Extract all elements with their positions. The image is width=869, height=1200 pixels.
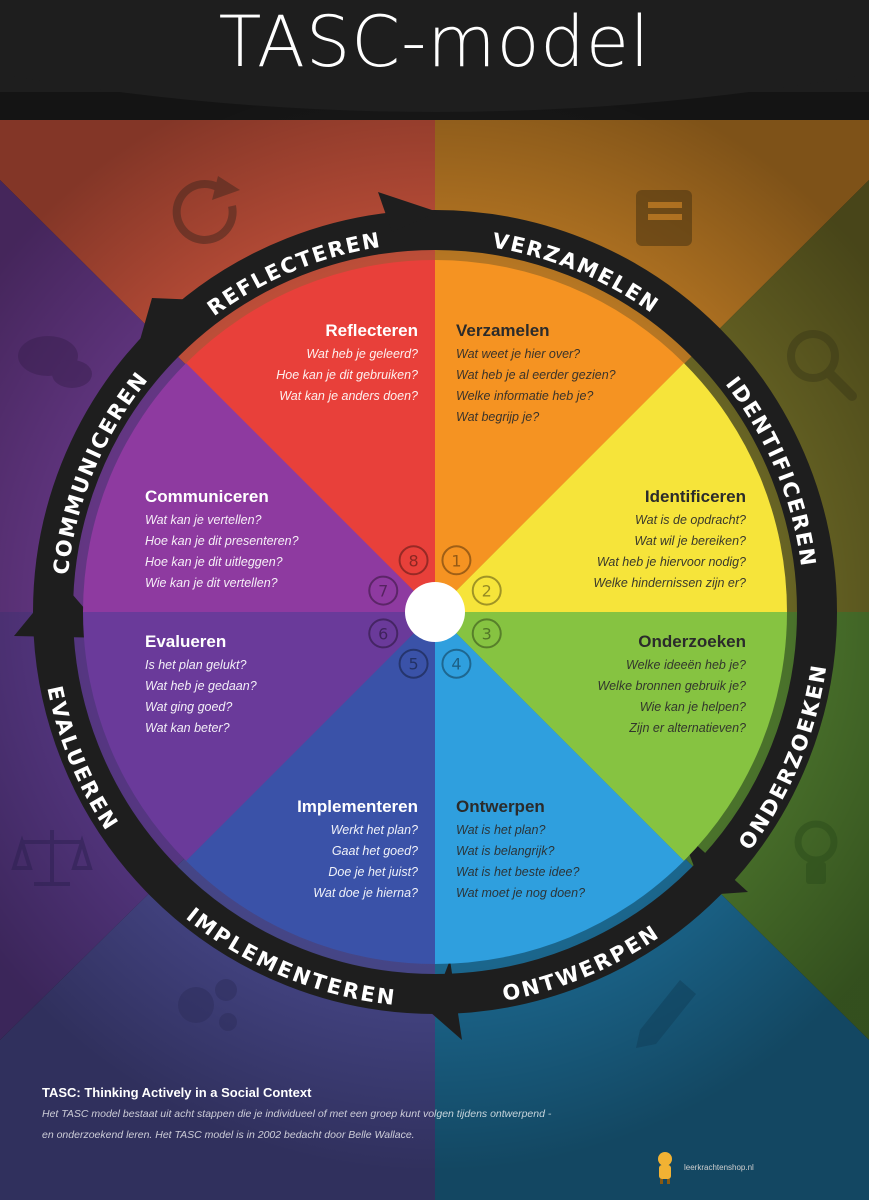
segment-communiceren: Communiceren Wat kan je vertellen? Hoe k… <box>145 486 375 594</box>
segment-title: Identificeren <box>644 487 746 506</box>
svg-text:1: 1 <box>451 551 461 570</box>
step-number-5: 5 <box>398 648 429 679</box>
question: Wie kan je dit vertellen? <box>145 576 278 590</box>
question: Wat doe je hierna? <box>313 886 418 900</box>
wedge-identificeren <box>435 363 787 612</box>
question: Welke bronnen gebruik je? <box>597 679 746 693</box>
wedge-implementeren <box>186 612 435 964</box>
title-banner <box>0 0 869 112</box>
question: Wat heb je geleerd? <box>306 347 418 361</box>
question: Wat is de opdracht? <box>635 513 746 527</box>
step-number-6: 6 <box>368 618 399 649</box>
segment-title: Verzamelen <box>456 321 550 340</box>
segment-onderzoeken: Onderzoeken Welke ideeën heb je? Welke b… <box>520 631 746 739</box>
search-icon <box>787 330 857 401</box>
wheel-center <box>405 582 465 642</box>
ring-arrow-bottom <box>430 960 462 1040</box>
lightbulb-icon <box>794 820 838 884</box>
segment-title: Onderzoeken <box>638 632 746 651</box>
question: Wat weet je hier over? <box>456 347 581 361</box>
step-numbers: 1 2 3 4 5 6 7 8 <box>368 545 502 679</box>
question: Wat is het beste idee? <box>456 865 580 879</box>
gears-icon <box>178 979 237 1031</box>
question: Wat kan je vertellen? <box>145 513 262 527</box>
svg-text:2: 2 <box>482 582 492 601</box>
svg-text:7: 7 <box>378 582 388 601</box>
footer-heading: TASC: Thinking Actively in a Social Cont… <box>42 1085 312 1100</box>
brand-logo[interactable]: leerkrachtenshop.nl <box>652 1150 754 1184</box>
pencil-icon <box>636 980 696 1048</box>
tasc-wheel <box>83 260 787 964</box>
wedge-evalueren <box>83 612 435 861</box>
question: Welke informatie heb je? <box>456 389 594 403</box>
svg-text:4: 4 <box>451 655 461 674</box>
question: Welke hindernissen zijn er? <box>593 576 746 590</box>
question: Wat begrijp je? <box>456 410 540 424</box>
segment-identificeren: Identificeren Wat is de opdracht? Wat wi… <box>520 486 746 594</box>
step-number-7: 7 <box>368 575 399 606</box>
question: Wat moet je nog doen? <box>456 886 586 900</box>
wedge-reflecteren <box>186 260 435 612</box>
wedge-verzamelen <box>435 260 684 612</box>
ring-arrow-topleft <box>140 298 200 340</box>
footer: TASC: Thinking Actively in a Social Cont… <box>42 1085 562 1146</box>
scales-icon <box>11 830 93 886</box>
svg-text:3: 3 <box>482 624 492 643</box>
question: Hoe kan je dit gebruiken? <box>276 368 418 382</box>
chat-bubbles-icon <box>18 336 92 388</box>
question: Hoe kan je dit presenteren? <box>145 534 299 548</box>
question: Wie kan je helpen? <box>639 700 746 714</box>
question: Wat wil je bereiken? <box>634 534 746 548</box>
question: Werkt het plan? <box>330 823 418 837</box>
wedge-ontwerpen <box>435 612 684 964</box>
footer-text: Het TASC model bestaat uit acht stappen … <box>42 1108 552 1141</box>
logo-text: leerkrachtenshop.nl <box>684 1162 754 1172</box>
step-number-8: 8 <box>398 545 429 576</box>
page-title: TASC-model <box>218 1 651 83</box>
question: Is het plan gelukt? <box>145 658 247 672</box>
question: Wat heb je al eerder gezien? <box>456 368 616 382</box>
refresh-icon <box>172 176 240 244</box>
step-number-2: 2 <box>471 575 502 606</box>
segment-reflecteren: Reflecteren Wat heb je geleerd? Hoe kan … <box>200 320 418 407</box>
segment-title: Implementeren <box>297 797 418 816</box>
segment-verzamelen: Verzamelen Wat weet je hier over? Wat he… <box>456 320 686 428</box>
question: Hoe kan je dit uitleggen? <box>145 555 283 569</box>
question: Wat ging goed? <box>145 700 233 714</box>
book-icon <box>636 190 692 246</box>
question: Wat kan beter? <box>145 721 230 735</box>
step-number-1: 1 <box>441 545 472 576</box>
question: Gaat het goed? <box>331 844 418 858</box>
segment-evalueren: Evalueren Is het plan gelukt? Wat heb je… <box>145 631 365 739</box>
question: Welke ideeën heb je? <box>626 658 746 672</box>
step-number-3: 3 <box>471 618 502 649</box>
svg-text:5: 5 <box>408 655 418 674</box>
question: Wat is het plan? <box>456 823 546 837</box>
wedge-onderzoeken <box>435 612 787 861</box>
svg-text:8: 8 <box>408 551 418 570</box>
segment-title: Evalueren <box>145 632 227 651</box>
segment-implementeren: Implementeren Werkt het plan? Gaat het g… <box>200 796 418 904</box>
question: Wat heb je gedaan? <box>145 679 257 693</box>
mascot-icon <box>658 1152 672 1184</box>
ring-arrow-top <box>378 192 438 232</box>
svg-text:6: 6 <box>378 624 388 643</box>
question: Doe je het juist? <box>328 865 418 879</box>
question: Zijn er alternatieven? <box>629 721 746 735</box>
wedge-communiceren <box>83 363 435 612</box>
segment-title: Communiceren <box>145 487 269 506</box>
question: Wat kan je anders doen? <box>279 389 418 403</box>
segment-ontwerpen: Ontwerpen Wat is het plan? Wat is belang… <box>456 796 686 904</box>
question: Wat is belangrijk? <box>456 844 555 858</box>
question: Wat heb je hiervoor nodig? <box>596 555 746 569</box>
segment-title: Reflecteren <box>325 321 418 340</box>
step-number-4: 4 <box>441 648 472 679</box>
segment-title: Ontwerpen <box>456 797 545 816</box>
